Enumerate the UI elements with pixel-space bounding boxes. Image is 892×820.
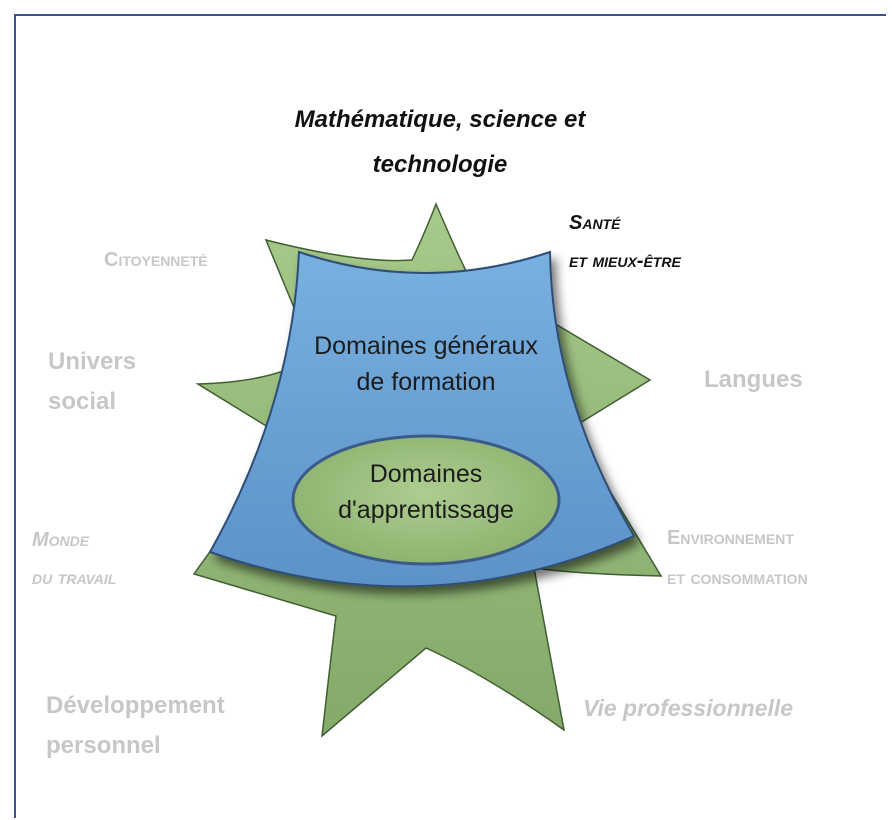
label-citoyennete: Citoyenneté [104, 249, 208, 271]
label-developpement-line1: Développement [46, 692, 225, 719]
label-sante-line1: Santé [569, 212, 621, 234]
label-sante: Santé et mieux-être [569, 204, 681, 280]
panel-title-line1: Domaines généraux [314, 332, 538, 360]
panel-title-line2: de formation [356, 368, 496, 396]
oval-title: Domaines d'apprentissage [316, 456, 536, 528]
label-environnement-line2: et consommation [667, 567, 808, 589]
diagram-graphic [192, 202, 663, 738]
oval-title-line1: Domaines [369, 460, 483, 488]
diagram-frame: Domaines généraux de formation Domaines … [14, 14, 886, 818]
label-environnement-line1: Environnement [667, 527, 794, 549]
label-vie-professionnelle: Vie professionnelle [583, 695, 794, 721]
label-langues: Langues [704, 366, 803, 393]
label-monde-line1: Monde [32, 529, 90, 551]
oval-title-line2: d'apprentissage [338, 496, 514, 524]
label-math-line1: Mathématique, science et [294, 106, 586, 133]
learning-domains-oval [291, 434, 561, 566]
label-developpement: Développement personnel [46, 686, 225, 766]
label-univers-social: Univers social [48, 342, 136, 422]
label-univers-line1: Univers [48, 348, 137, 375]
panel-title: Domaines généraux de formation [286, 328, 566, 400]
label-monde-line2: du travail [32, 567, 117, 589]
label-developpement-line2: personnel [46, 732, 161, 759]
label-univers-line2: social [48, 388, 117, 415]
label-monde-travail: Monde du travail [32, 521, 116, 597]
label-sante-line2: et mieux-être [569, 250, 681, 272]
label-environnement: Environnement et consommation [667, 518, 808, 598]
label-math-science-tech: Mathématique, science et technologie [255, 97, 625, 187]
label-math-line2: technologie [372, 151, 508, 178]
